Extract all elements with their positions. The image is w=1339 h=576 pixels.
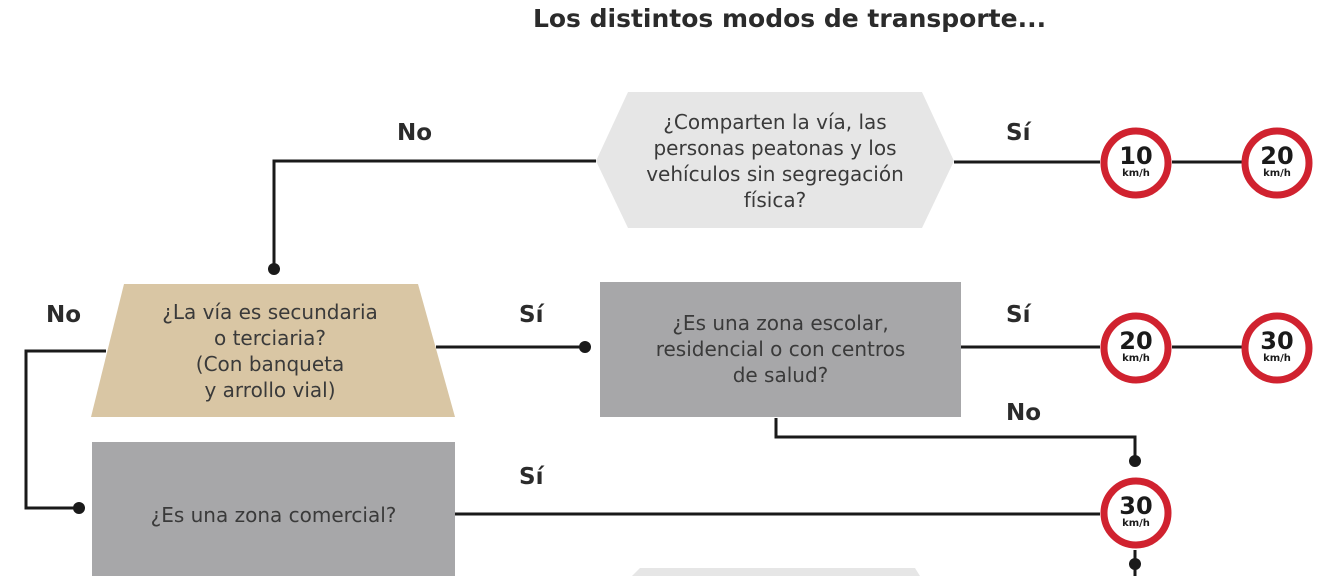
- shared-road-line-2: personas peatonas y los: [653, 136, 897, 160]
- speed-sign-value: 30: [1260, 327, 1294, 355]
- connector-top-no: [272, 159, 596, 268]
- dot-sign30-bottom: [1129, 558, 1141, 570]
- edge-label-school-no: No: [1006, 400, 1042, 426]
- shared-road-line-1: ¿Comparten la vía, las: [663, 110, 887, 134]
- commercial-zone-box: [92, 442, 455, 576]
- sign-ring-20-mid: [1100, 312, 1172, 384]
- secondary-road-line-1: ¿La vía es secundaria: [162, 300, 378, 324]
- school-zone-line-2: residencial o con centros: [655, 337, 906, 361]
- connector-school-no: [774, 418, 1137, 460]
- sign-ring-30-bottom: [1100, 477, 1172, 549]
- bottom-hexagon-partial: [632, 568, 920, 576]
- speed-sign-value: 10: [1119, 142, 1153, 170]
- speed-sign-value: 30: [1119, 492, 1153, 520]
- commercial-zone-question: ¿Es una zona comercial?: [92, 490, 455, 540]
- edge-label-commercial-si: Sí: [519, 464, 544, 490]
- shared-road-question: ¿Comparten la vía, las personas peatonas…: [600, 100, 950, 222]
- speed-sign-value: 20: [1260, 142, 1294, 170]
- speed-sign-unit: km/h: [1263, 168, 1291, 179]
- speed-sign-unit: km/h: [1122, 168, 1150, 179]
- sign-ring-10: [1100, 127, 1172, 199]
- speed-sign-20-top: 20 km/h: [1244, 130, 1310, 196]
- edge-label-top-si: Sí: [1006, 120, 1031, 146]
- dot-commercial-left: [73, 502, 85, 514]
- diagram-title: Los distintos modos de transporte...: [532, 4, 1047, 33]
- speed-sign-value: 20: [1119, 327, 1153, 355]
- edge-label-school-si: Sí: [1006, 302, 1031, 328]
- commercial-zone-line-1: ¿Es una zona comercial?: [150, 503, 397, 527]
- secondary-road-line-4: y arrollo vial): [204, 378, 336, 402]
- dot-secondary-top: [268, 263, 280, 275]
- shared-road-hexagon: [596, 92, 954, 228]
- school-zone-question: ¿Es una zona escolar, residencial o con …: [600, 290, 961, 408]
- school-zone-line-1: ¿Es una zona escolar,: [672, 311, 889, 335]
- dot-sign30-top: [1129, 455, 1141, 467]
- sign-rings: [1100, 127, 1313, 549]
- connector-left-no: [24, 349, 106, 510]
- speed-sign-30-bottom: 30 km/h: [1103, 480, 1169, 546]
- shared-road-line-3: vehículos sin segregación: [646, 162, 904, 186]
- speed-sign-unit: km/h: [1122, 353, 1150, 364]
- connector-dots: [73, 263, 1141, 570]
- dot-school-left: [579, 341, 591, 353]
- speed-sign-30-mid: 30 km/h: [1244, 315, 1310, 381]
- speed-sign-10: 10 km/h: [1103, 130, 1169, 196]
- secondary-road-line-3: (Con banqueta: [195, 352, 345, 376]
- school-zone-box: [600, 282, 961, 417]
- sign-ring-30-mid: [1241, 312, 1313, 384]
- shared-road-line-4: física?: [743, 188, 807, 212]
- sign-ring-20-top: [1241, 127, 1313, 199]
- speed-sign-unit: km/h: [1122, 518, 1150, 529]
- edge-label-left-no: No: [46, 302, 82, 328]
- speed-sign-20-mid: 20 km/h: [1103, 315, 1169, 381]
- secondary-road-question: ¿La vía es secundaria o terciaria? (Con …: [100, 290, 440, 412]
- school-zone-line-3: de salud?: [732, 363, 829, 387]
- secondary-road-line-2: o terciaria?: [214, 326, 326, 350]
- secondary-road-trapezoid: [91, 284, 455, 417]
- speed-sign-unit: km/h: [1263, 353, 1291, 364]
- edge-label-mid-si: Sí: [519, 302, 544, 328]
- edge-label-top-no: No: [397, 120, 433, 146]
